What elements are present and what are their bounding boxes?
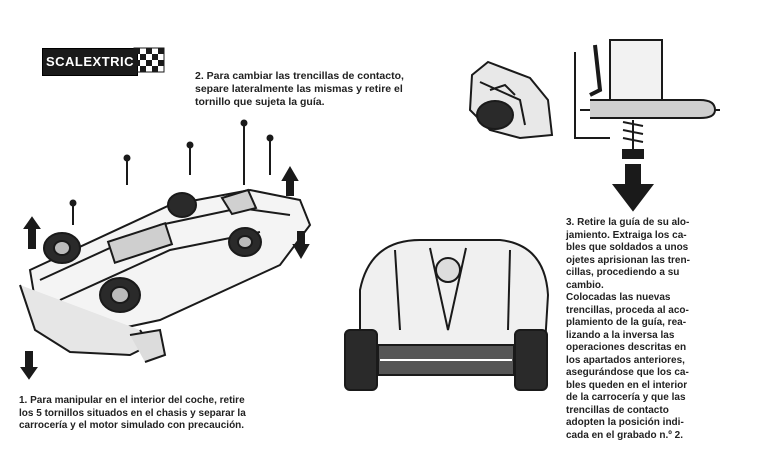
step-2-line: separe lateralmente las mismas y retire … [195,83,403,95]
guide-detail-illustration [468,39,720,212]
step-3-instructions: 3. Retire la guía de su alo- jamiento. E… [566,217,726,442]
step-3-line: los apartados anteriores, [566,354,685,366]
step-3-line: adopten la posición indi- [566,417,684,428]
step-3-line: plamiento de la guía, rea- [566,317,687,328]
step-3-line: cambio. [566,279,604,291]
step-1-line: los 5 tornillos situados en el chasis y … [19,407,246,419]
step-3-line: cada en el grabado n.º 2. [566,429,684,441]
step-3-line: asegurándose que los ca- [566,367,689,378]
scalextric-logo: SCALEXTRIC [42,44,165,80]
step-3-line: bles que soldados a unos [566,242,689,253]
step-3-line: bles queden en el interior [566,379,688,391]
step-1-instructions: 1. Para manipular en el interior del coc… [19,395,329,433]
step-3-line: Colocadas las nuevas [566,292,671,303]
step-3-line: 3. Retire la guía de su alo- [566,217,690,228]
step-2-instructions: 2. Para cambiar las trencillas de contac… [195,70,455,109]
step-3-line: ojetes aprisionan las tren- [566,254,690,266]
logo-wordmark: SCALEXTRIC [42,48,138,76]
step-3-line: trencillas de contacto [566,404,669,416]
step-3-line: lizando a la inversa las [566,329,675,341]
checkered-flag-icon [133,47,165,73]
car-chassis-illustration [19,119,312,380]
step-2-line: 2. Para cambiar las trencillas de contac… [195,70,404,82]
step-1-line: 1. Para manipular en el interior del coc… [19,395,245,406]
car-rear-view-illustration [344,239,550,391]
step-3-line: de la carrocería y que las [566,392,686,403]
step-3-line: trencillas, proceda al aco- [566,304,689,316]
step-3-line: cillas, procediendo a su [566,267,680,278]
step-3-line: operaciones descritas en [566,342,687,353]
step-1-line: carrocería y el motor simulado con preca… [19,420,245,431]
step-3-line: jamiento. Extraiga los ca- [566,229,687,241]
step-2-line: tornillo que sujeta la guía. [195,96,325,108]
